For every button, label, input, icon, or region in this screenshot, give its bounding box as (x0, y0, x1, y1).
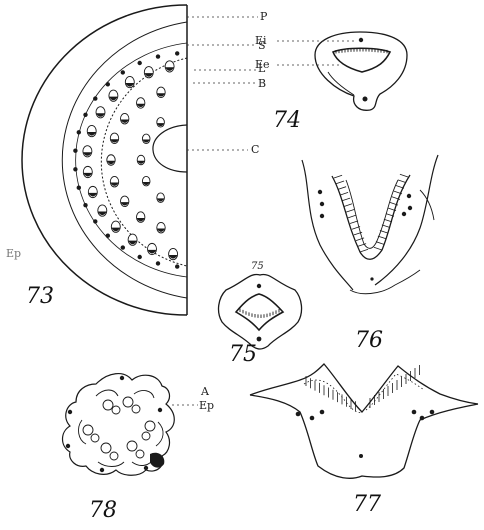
sheath-bundle (138, 61, 142, 65)
sheath-bundle (73, 149, 77, 153)
figure-78-inner-lobe (156, 422, 163, 446)
sheath-bundle (106, 82, 110, 86)
figure-77-upper-surface (250, 364, 478, 412)
hair (360, 249, 368, 252)
figure-76-section (302, 155, 438, 294)
figure-number-78: 78 (89, 500, 117, 522)
hair (348, 215, 356, 218)
label-75-small: 75 (251, 262, 264, 272)
figure-78-dark-lobe (150, 453, 164, 468)
sheath-bundle (77, 130, 81, 134)
sheath-bundle (156, 54, 160, 58)
figure-74-bundle (359, 38, 363, 42)
central-canal (153, 125, 187, 172)
label-P: P (260, 11, 267, 22)
figure-77-lower-surface (250, 395, 478, 478)
label-A: A (201, 386, 209, 397)
label-C: C (251, 144, 259, 155)
hair (374, 247, 382, 250)
sheath-bundle (93, 219, 97, 223)
sheath-bundle (93, 96, 97, 100)
figure-75-papillae (240, 309, 279, 318)
figure-78-inner-lobe (98, 462, 124, 467)
figure-78-papillae (83, 397, 155, 460)
hair (342, 198, 350, 201)
figure-76-bundles (318, 190, 412, 281)
hair (378, 236, 386, 239)
figure-75-bundle (257, 284, 261, 288)
figure-78-inner-lobe (134, 391, 154, 398)
hair (346, 209, 354, 212)
figure-73-vascular-bundles (73, 51, 179, 269)
figure-78-inner-lobe (96, 390, 118, 396)
hair (336, 181, 344, 184)
label-Ee: Ee (255, 59, 270, 70)
figure-77-hairs (306, 365, 420, 411)
figure-76-left-wall (302, 160, 353, 290)
sheath-bundle (121, 70, 125, 74)
hair (334, 175, 342, 178)
sheath-bundle (175, 264, 179, 268)
hair (382, 225, 390, 228)
hair (380, 230, 388, 233)
hair (384, 219, 392, 222)
figure-77-bundles (296, 410, 435, 458)
sheath-bundle (77, 186, 81, 190)
figure-number-76: 76 (355, 330, 383, 352)
hair (398, 180, 406, 183)
sheath-bundle (106, 234, 110, 238)
figure-76-right-flap (420, 190, 434, 220)
figure-number-77: 77 (353, 494, 381, 516)
figure-number-75: 75 (229, 344, 257, 366)
figure-76-hairs (334, 174, 408, 252)
hair (338, 187, 346, 190)
figure-77-section (250, 364, 478, 478)
figure-75-bundle (257, 337, 262, 342)
figure-76-base (350, 270, 420, 294)
label-Ei: Ei (255, 35, 267, 46)
hair (340, 192, 348, 195)
sheath-bundle (156, 261, 160, 265)
sheath-bundle (73, 167, 77, 171)
sheath-bundle (83, 203, 87, 207)
figure-number-73: 73 (26, 286, 54, 308)
sheath-bundle (175, 51, 179, 55)
hair (344, 204, 352, 207)
sheath-bundle (83, 113, 87, 117)
epidermis-outer-arc (22, 5, 187, 315)
figure-74-bundle (363, 97, 368, 102)
sheath-bundle (121, 245, 125, 249)
hair (376, 242, 384, 245)
figure-73-stem-section (22, 5, 187, 315)
label-Ep: Ep (6, 248, 21, 259)
figure-73-leader-lines (187, 17, 258, 150)
label-B: B (258, 78, 266, 89)
hair (350, 221, 358, 224)
figure-74-section (315, 32, 407, 110)
figure-number-74: 74 (273, 110, 301, 132)
label-Ep-78: Ep (199, 400, 214, 411)
figure-78-inner-lobe (79, 420, 86, 444)
sheath-bundle (138, 255, 142, 259)
hair (400, 174, 408, 177)
